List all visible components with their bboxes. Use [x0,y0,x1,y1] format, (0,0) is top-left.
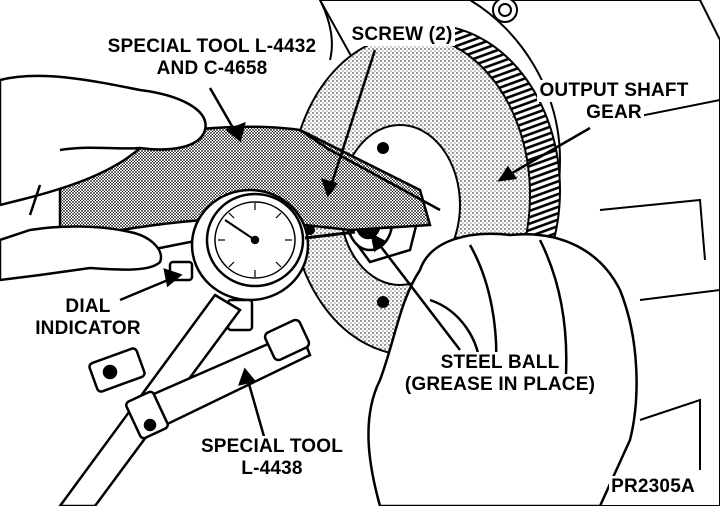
label-dial-indicator-line1: DIAL [63,296,113,318]
label-output-shaft-gear-line2: GEAR [584,102,644,124]
label-steel-ball-line2: (GREASE IN PLACE) [402,374,598,396]
label-steel-ball: STEEL BALL (GREASE IN PLACE) [392,352,608,396]
figure-id: PR2305A [598,476,708,498]
label-output-shaft-gear: OUTPUT SHAFT GEAR [528,80,700,124]
dial-indicator-gauge [168,188,356,332]
figure-id-text: PR2305A [609,476,697,498]
label-special-tool-l4432-line2: AND C-4658 [154,58,270,80]
special-tool-l4438 [58,293,312,506]
label-special-tool-l4438: SPECIAL TOOL L-4438 [192,436,352,480]
label-output-shaft-gear-line1: OUTPUT SHAFT [537,80,691,102]
label-steel-ball-line1: STEEL BALL [438,352,562,374]
label-screw-text: SCREW (2) [349,24,455,46]
label-special-tool-l4438-line2: L-4438 [239,458,305,480]
leader-lines [119,49,591,441]
left-hand [0,74,207,282]
label-screw: SCREW (2) [342,24,462,46]
label-special-tool-l4432: SPECIAL TOOL L-4432 AND C-4658 [92,36,332,80]
label-dial-indicator-line2: INDICATOR [33,318,143,340]
label-special-tool-l4438-line1: SPECIAL TOOL [198,436,346,458]
label-special-tool-l4432-line1: SPECIAL TOOL L-4432 [105,36,319,58]
label-dial-indicator: DIAL INDICATOR [18,296,158,340]
